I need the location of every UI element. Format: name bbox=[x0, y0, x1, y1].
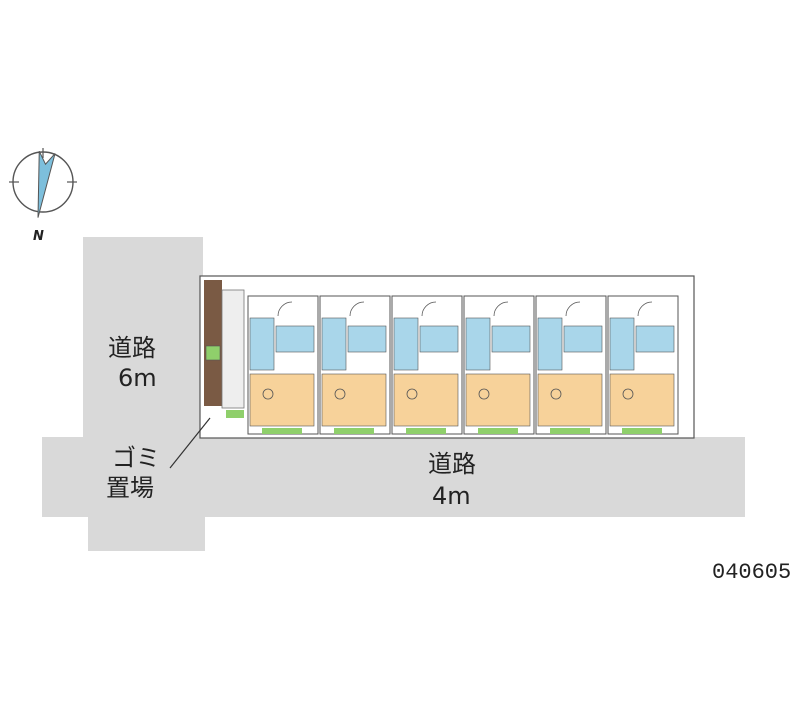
road-south-label: 道路 4m bbox=[428, 450, 476, 510]
unit-fixture bbox=[550, 388, 562, 400]
unit-door-swing bbox=[277, 301, 293, 317]
unit-bath bbox=[393, 317, 419, 371]
unit-fixture bbox=[406, 388, 418, 400]
road-west-label: 道路 6m bbox=[108, 334, 157, 392]
unit-kitchen bbox=[275, 325, 315, 353]
garbage-label: ゴミ 置場 bbox=[106, 417, 211, 502]
garbage-label-line2: 置場 bbox=[106, 474, 154, 502]
unit-door-swing bbox=[637, 301, 653, 317]
unit-room bbox=[609, 373, 675, 427]
unit-kitchen bbox=[347, 325, 387, 353]
unit-room bbox=[249, 373, 315, 427]
property-code: 040605 bbox=[712, 560, 791, 585]
unit-fixture bbox=[262, 388, 274, 400]
unit-greenery bbox=[478, 428, 518, 434]
unit-kitchen bbox=[635, 325, 675, 353]
road-south-name: 道路 bbox=[428, 450, 476, 478]
unit-bath bbox=[249, 317, 275, 371]
unit-room bbox=[321, 373, 387, 427]
compass-needle bbox=[37, 150, 56, 218]
unit-fixture bbox=[622, 388, 634, 400]
garbage-area bbox=[204, 280, 222, 406]
apartment-units bbox=[247, 295, 679, 435]
unit-bath bbox=[465, 317, 491, 371]
unit-greenery bbox=[550, 428, 590, 434]
south-green-strip bbox=[226, 410, 244, 418]
unit-bath bbox=[609, 317, 635, 371]
unit-bath bbox=[537, 317, 563, 371]
unit-greenery bbox=[406, 428, 446, 434]
unit-room bbox=[393, 373, 459, 427]
entry-green bbox=[205, 345, 221, 361]
bike-parking bbox=[221, 289, 245, 409]
unit-greenery bbox=[622, 428, 662, 434]
unit-greenery bbox=[262, 428, 302, 434]
garbage-label-line1: ゴミ bbox=[112, 444, 160, 472]
unit-fixture bbox=[334, 388, 346, 400]
unit-room bbox=[537, 373, 603, 427]
unit-door-swing bbox=[349, 301, 365, 317]
road-west bbox=[42, 237, 745, 551]
north-label: N bbox=[33, 229, 44, 244]
unit-bath bbox=[321, 317, 347, 371]
unit-kitchen bbox=[563, 325, 603, 353]
unit-fixture bbox=[478, 388, 490, 400]
building-site bbox=[199, 275, 695, 439]
garbage-leader-line bbox=[169, 417, 211, 469]
roads bbox=[42, 237, 745, 551]
unit-kitchen bbox=[491, 325, 531, 353]
unit-room bbox=[465, 373, 531, 427]
unit-greenery bbox=[334, 428, 374, 434]
unit-door-swing bbox=[421, 301, 437, 317]
road-south-width: 4m bbox=[432, 482, 471, 510]
road-west-width: 6m bbox=[118, 364, 157, 392]
unit-kitchen bbox=[419, 325, 459, 353]
unit-door-swing bbox=[493, 301, 509, 317]
road-west-name: 道路 bbox=[108, 334, 156, 362]
unit-door-swing bbox=[565, 301, 581, 317]
compass: N bbox=[9, 148, 77, 244]
